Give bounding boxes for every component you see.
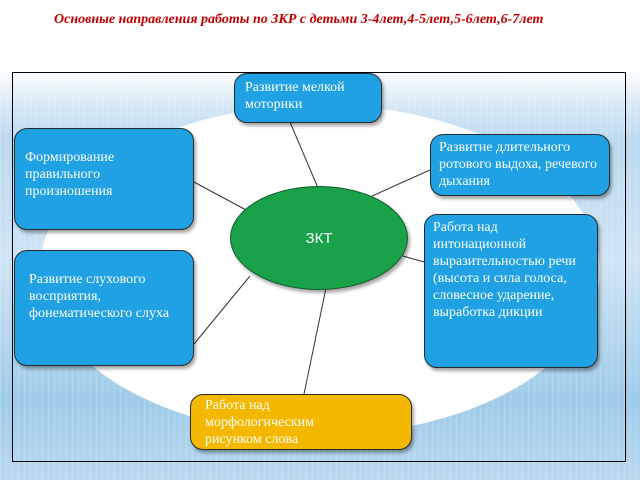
node-breath: Развитие длительного ротового выдоха, ре… [430,134,610,196]
node-morphology-label: Работа над морфологическим рисунком слов… [205,398,314,447]
node-intonation: Работа над интонационной выразительность… [424,214,598,368]
connector-intonation [402,255,425,263]
node-fine-motor-label: Развитие мелкой моторики [245,80,345,112]
node-hearing-label: Развитие слухового восприятия, фонематич… [29,272,170,321]
node-pronunciation-label: Формирование правильного произношения [25,150,115,199]
diagram-frame [12,72,626,462]
center-node: ЗКТ [230,186,408,290]
node-morphology: Работа над морфологическим рисунком слов… [190,394,412,450]
node-hearing: Развитие слухового восприятия, фонематич… [14,250,194,366]
connector-pronunciation [193,181,247,211]
node-fine-motor: Развитие мелкой моторики [234,73,382,123]
connector-hearing [193,275,251,345]
node-intonation-label: Работа над интонационной выразительность… [433,220,576,320]
connector-morphology [303,287,327,395]
node-breath-label: Развитие длительного ротового выдоха, ре… [439,140,598,189]
center-node-label: ЗКТ [305,229,333,247]
node-pronunciation: Формирование правильного произношения [14,128,194,230]
connector-breath [371,169,431,197]
connector-fine-motor [289,121,319,189]
page-title: Основные направления работы по ЗКР с дет… [54,12,544,27]
